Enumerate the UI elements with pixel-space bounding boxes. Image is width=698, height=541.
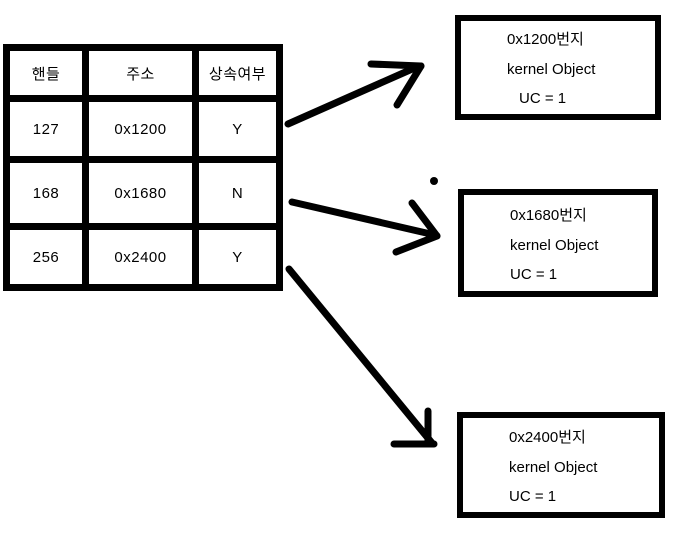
kernel-box-title-line: kernel Object (507, 61, 596, 78)
table-cell-row2-address: 0x1680 (89, 163, 192, 223)
table-header-address: 주소 (89, 51, 192, 95)
table-cell-row3-address: 0x2400 (89, 230, 192, 284)
kernel-object-box-0x1680: 0x1680번지 kernel Object UC = 1 (458, 189, 658, 297)
arrow-row256-to-box-0x2400 (285, 265, 438, 448)
kernel-box-uc-line: UC = 1 (510, 265, 558, 283)
kernel-box-title-line: kernel Object (509, 458, 598, 476)
table-cell-row3-inheritance: Y (199, 230, 276, 284)
table-cell-row1-handle: 127 (10, 102, 82, 156)
kernel-box-address-line: 0x1200번지 (507, 31, 584, 48)
table-header-handle: 핸들 (10, 51, 82, 95)
table-cell-row1-address: 0x1200 (89, 102, 192, 156)
stray-dot (430, 177, 438, 185)
arrow-row168-to-box-0x1680 (288, 198, 441, 256)
table-cell-row2-handle: 168 (10, 163, 82, 223)
table-header-inheritance: 상속여부 (199, 51, 276, 95)
kernel-box-address-line: 0x2400번지 (509, 428, 586, 446)
table-cell-row2-inheritance: N (199, 163, 276, 223)
arrow-row127-to-box-0x1200 (284, 60, 425, 128)
table-cell-row3-handle: 256 (10, 230, 82, 284)
kernel-box-uc-line: UC = 1 (509, 487, 557, 505)
kernel-box-title-line: kernel Object (510, 236, 599, 254)
kernel-object-box-0x2400: 0x2400번지 kernel Object UC = 1 (457, 412, 665, 518)
table-cell-row1-inheritance: Y (199, 102, 276, 156)
kernel-box-address-line: 0x1680번지 (510, 206, 587, 224)
handle-table: 핸들 주소 상속여부 127 0x1200 Y 168 0x1680 N 256… (3, 44, 283, 291)
kernel-box-uc-line: UC = 1 (519, 90, 567, 107)
kernel-object-box-0x1200: 0x1200번지 kernel Object UC = 1 (455, 15, 661, 120)
